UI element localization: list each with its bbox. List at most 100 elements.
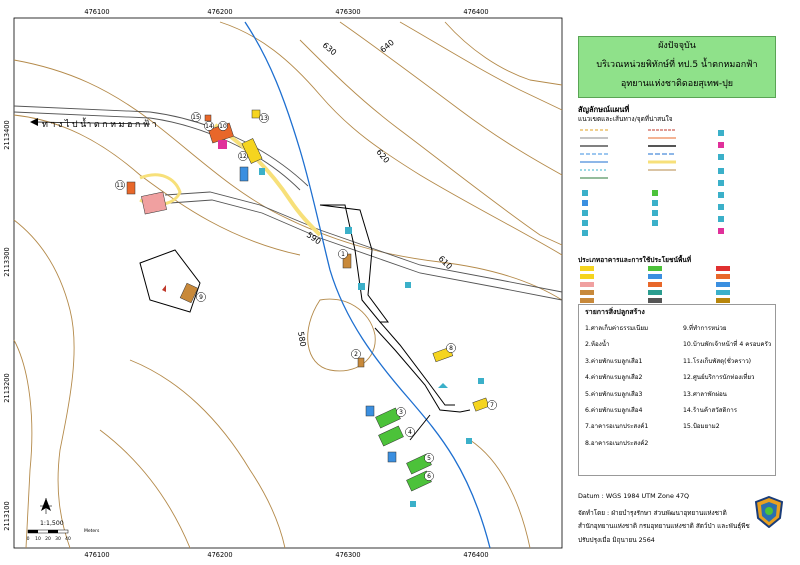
scale-ratio: 1:1,500 xyxy=(40,520,64,527)
building-4[interactable] xyxy=(378,425,404,447)
building-15[interactable] xyxy=(204,114,212,122)
marker-circle xyxy=(191,112,201,122)
poi-icons xyxy=(162,140,484,507)
datum-text: Datum : WGS 1984 UTM Zone 47Q xyxy=(578,492,690,500)
building-12-annex[interactable] xyxy=(239,166,249,182)
marker-label: 8 xyxy=(449,345,453,352)
contour-label: 580 xyxy=(296,331,308,348)
marker-circle xyxy=(338,249,348,259)
building-7[interactable] xyxy=(472,397,490,412)
first-aid-icon[interactable] xyxy=(218,140,227,149)
marker-circle xyxy=(396,407,406,417)
x-tick-label: 476400 xyxy=(463,8,488,16)
marker-label: 6 xyxy=(427,473,431,480)
scale-unit: Meters xyxy=(84,528,100,534)
info-icon[interactable] xyxy=(410,501,416,507)
x-tick-label: 476300 xyxy=(335,8,360,16)
scale-tick-label: 10 xyxy=(35,536,41,542)
road-arrow-line xyxy=(35,121,151,125)
contour-lines xyxy=(13,21,563,549)
parking-icon[interactable] xyxy=(358,283,365,290)
building-list-item: 8.อาคารอเนกประสงค์2 xyxy=(585,439,649,447)
marker-label: 14 xyxy=(205,123,213,130)
building-9[interactable] xyxy=(179,282,199,304)
building-list-item: 9.ที่ทำการหน่วย xyxy=(683,325,727,332)
building-list-left: 1.ศาลเก็บค่าธรรมเนียม 2.ห้องน้ำ 3.ค่ายพั… xyxy=(585,321,648,452)
building-list-box: รายการสิ่งปลูกสร้าง 1.ศาลเก็บค่าธรรมเนีย… xyxy=(578,304,776,476)
y-tick-label: 2113400 xyxy=(3,120,11,149)
toilet-block-a[interactable] xyxy=(365,405,375,417)
marker-circle xyxy=(424,453,434,463)
marker-label: 15 xyxy=(192,114,200,121)
building-list-right: 9.ที่ทำการหน่วย 10.บ้านพักเจ้าหน้าที่ 4 … xyxy=(683,321,771,436)
building-list-item: 15.ป้อมยาม2 xyxy=(683,423,720,431)
marker-circle xyxy=(487,400,497,410)
marker-circle xyxy=(446,343,456,353)
building-13[interactable] xyxy=(251,109,261,119)
toilet-block-b[interactable] xyxy=(387,451,397,463)
info-icon[interactable] xyxy=(259,168,265,175)
building-list-item: 7.อาคารอเนกประสงค์1 xyxy=(585,423,649,431)
marker-circle xyxy=(405,427,415,437)
parking-icon[interactable] xyxy=(345,227,352,234)
x-tick-label: 476200 xyxy=(207,551,232,559)
marker-label: 2 xyxy=(354,351,358,358)
building-list-item: 1.ศาลเก็บค่าธรรมเนียม xyxy=(585,325,649,332)
building-2[interactable] xyxy=(357,357,365,368)
marker-label: 13 xyxy=(260,115,268,122)
scale-tick-label: 0 xyxy=(27,536,30,542)
marker-circle xyxy=(218,121,228,131)
stream xyxy=(244,21,491,549)
road-label: ทางไปน้ำตกหมอกฟ้า xyxy=(42,117,159,130)
marker-circle xyxy=(115,180,125,190)
y-ticks: 2113400 2113300 2113200 2113100 xyxy=(3,120,11,530)
title-line-2: บริเวณหน่วยพิทักษ์ที่ ทป.5 น้ำตกหมอกฟ้า xyxy=(596,60,758,70)
north-arrow xyxy=(40,498,52,514)
building-list-item: 6.ค่ายพักแรมลูกเสือ4 xyxy=(585,407,643,415)
building-list-item: 11.โรงเก็บพัสดุ(ชั่วคราว) xyxy=(683,357,752,365)
building-list-item: 12.ศูนย์บริการนักท่องเที่ยว xyxy=(683,374,755,382)
scale-tick-label: 40 xyxy=(65,536,71,542)
line-legend-swatches xyxy=(580,129,724,236)
updated-text: ปรับปรุงเมื่อ มิถุนายน 2564 xyxy=(578,536,655,544)
building-list-item: 4.ค่ายพักแรมลูกเสือ2 xyxy=(585,374,643,382)
building-type-swatches xyxy=(580,266,730,303)
legend-panel: ผังปัจจุบัน บริเวณหน่วยพิทักษ์ที่ ทป.5 น… xyxy=(570,18,786,548)
marker-label: 3 xyxy=(399,409,403,416)
building-10[interactable] xyxy=(141,191,167,215)
y-tick-label: 2113100 xyxy=(3,501,11,530)
y-tick-label: 2113300 xyxy=(3,247,11,276)
x-ticks-top: 476100 476200 476300 476400 xyxy=(84,8,488,16)
marker-circle xyxy=(424,471,434,481)
building-type-heading: ประเภทอาคารและการใช้ประโยชน์พื้นที่ xyxy=(578,256,692,264)
marker-circle xyxy=(259,113,269,123)
x-tick-label: 476200 xyxy=(207,8,232,16)
marker-label: 7 xyxy=(490,402,494,409)
info-icon[interactable] xyxy=(478,378,484,384)
camp-icon[interactable] xyxy=(438,383,448,388)
marker-label: 12 xyxy=(239,153,247,160)
building-list-item: 13.ศาลาพักผ่อน xyxy=(683,390,727,398)
marker-label: 5 xyxy=(427,455,431,462)
info-icon[interactable] xyxy=(405,282,411,288)
building-list-item: 10.บ้านพักเจ้าหน้าที่ 4 ครอบครัว xyxy=(683,341,772,349)
buildings xyxy=(126,109,490,492)
marker-label: 11 xyxy=(116,182,124,189)
title-line-1: ผังปัจจุบัน xyxy=(658,41,696,51)
scale-tick-label: 20 xyxy=(45,536,51,542)
building-11[interactable] xyxy=(126,181,136,195)
marker-label: 9 xyxy=(199,294,203,301)
title-line-3: อุทยานแห่งชาติดอยสุเทพ-ปุย xyxy=(620,79,734,89)
marker-circle xyxy=(238,151,248,161)
flag-icon[interactable] xyxy=(162,285,166,292)
marker-circle xyxy=(351,349,361,359)
map-title-box: ผังปัจจุบัน บริเวณหน่วยพิทักษ์ที่ ทป.5 น… xyxy=(578,36,776,98)
x-tick-label: 476100 xyxy=(84,551,109,559)
y-tick-label: 2113200 xyxy=(3,373,11,402)
x-tick-label: 476400 xyxy=(463,551,488,559)
info-icon[interactable] xyxy=(466,438,472,444)
x-tick-label: 476100 xyxy=(84,8,109,16)
